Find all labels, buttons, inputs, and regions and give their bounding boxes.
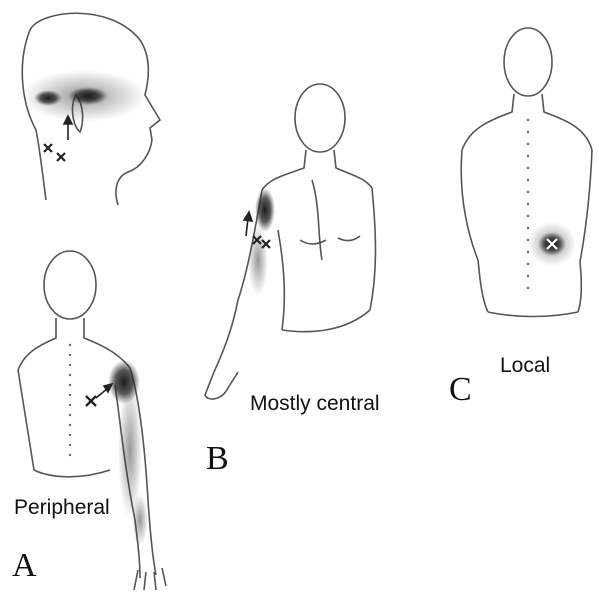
caption-peripheral: Peripheral: [14, 496, 110, 520]
figure-b-arm-referral-zone: [248, 224, 268, 296]
panel-letter-c: C: [449, 371, 472, 409]
caption-mostly-central: Mostly central: [250, 392, 380, 416]
figure-a-back-trigger-mark: [86, 396, 96, 406]
figure-b-torso: [205, 84, 376, 399]
figure-b-arrow: [244, 212, 252, 236]
figure-c-back: [461, 28, 592, 317]
panel-letter-a: A: [12, 547, 37, 585]
panel-letter-b: B: [206, 440, 229, 478]
figure-a-head-dense-zone: [68, 87, 108, 105]
figure-a-spine-dots: [69, 344, 71, 456]
figure-c-spine-dots: [527, 119, 529, 289]
caption-local: Local: [500, 354, 550, 378]
figure-a-head-trigger-marks: [44, 144, 65, 161]
